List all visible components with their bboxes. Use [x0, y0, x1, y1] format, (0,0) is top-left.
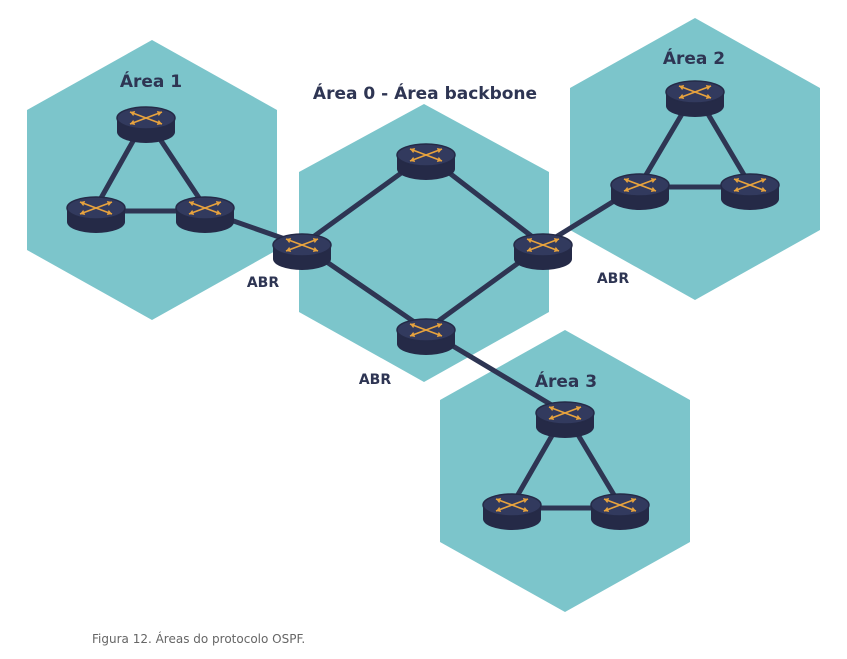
router-icon [482, 493, 542, 530]
area-3-hexagon [440, 330, 690, 612]
router-icon [535, 401, 595, 438]
area-2-hexagon [570, 18, 820, 300]
router-icon [116, 106, 176, 143]
router-icon [513, 233, 573, 270]
router-icon [590, 493, 650, 530]
area-0-title: Área 0 - Área backbone [313, 82, 537, 104]
router-icon [175, 196, 235, 233]
routers [66, 80, 780, 530]
area-3-title: Área 3 [535, 370, 597, 392]
router-icon [396, 318, 456, 355]
abr-label-right: ABR [597, 271, 630, 287]
area-hexagons [27, 18, 820, 612]
area-0-hexagon [299, 104, 549, 382]
abr-label-bottom: ABR [359, 372, 392, 388]
figure-caption: Figura 12. Áreas do protocolo OSPF. [92, 632, 306, 646]
router-icon [66, 196, 126, 233]
router-icon [396, 143, 456, 180]
router-icon [610, 173, 670, 210]
router-icon [272, 233, 332, 270]
area-2-title: Área 2 [663, 47, 725, 69]
abr-label-left: ABR [247, 275, 280, 291]
router-icon [720, 173, 780, 210]
area-1-hexagon [27, 40, 277, 320]
area-1-title: Área 1 [120, 70, 182, 92]
router-icon [665, 80, 725, 117]
